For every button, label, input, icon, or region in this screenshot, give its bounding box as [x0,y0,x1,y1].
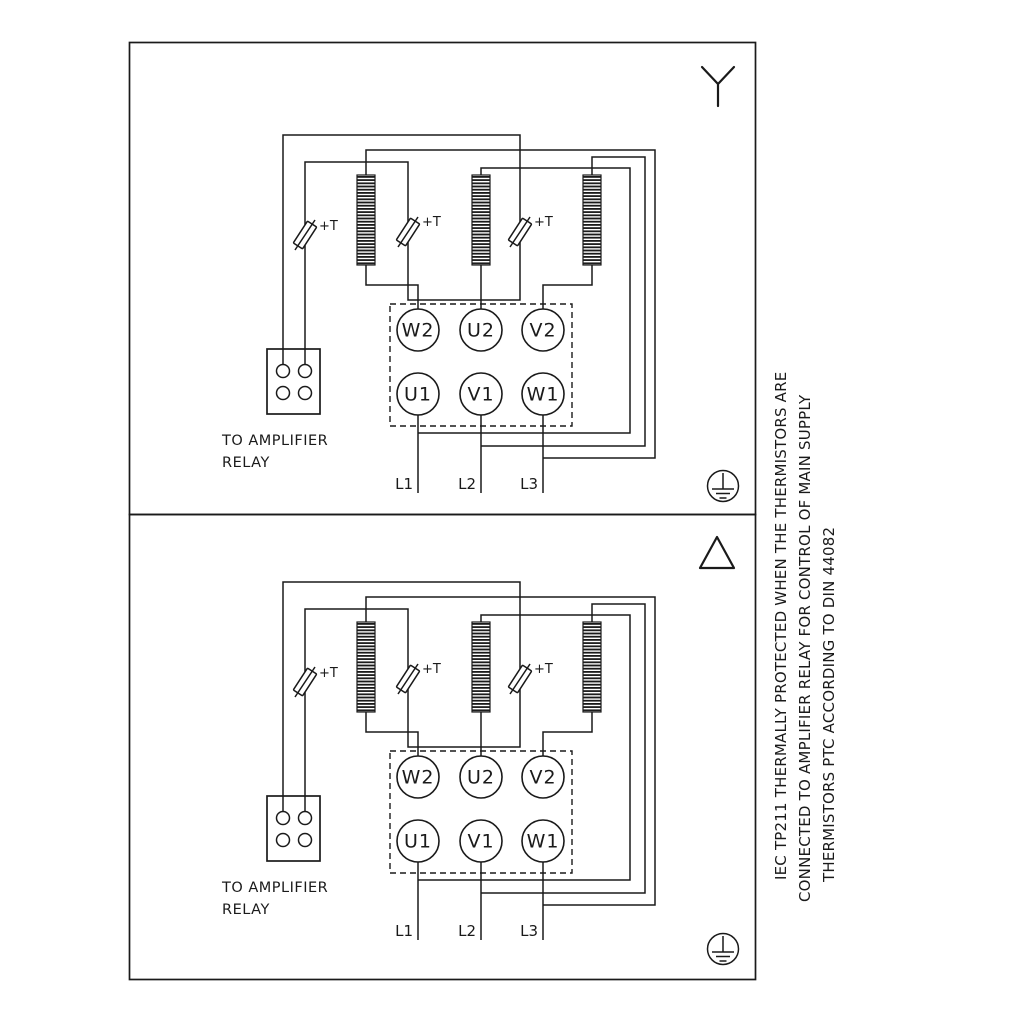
terminal-label-v1: V1 [467,384,494,406]
supply-label-l2: L2 [458,475,476,493]
relay-caption-line-1: TO AMPLIFIER [221,880,328,896]
star-connection-icon [700,65,736,108]
terminal-label-v1: V1 [467,831,494,853]
thermistor-label: +T [534,215,553,230]
delta-connection-icon [698,535,736,570]
terminal-label-w1: W1 [527,384,560,406]
supply-label-l1: L1 [395,475,413,493]
panel-delta: +T +T +T W2 U2 V2 U1 V1 W1 L1 L2 L3 TO A… [221,535,740,966]
side-note: IEC TP211 THERMALLY PROTECTED WHEN THE T… [772,372,838,902]
panel-star: +T +T +T W2 U2 V2 U1 V1 W1 L1 L2 L3 TO A… [221,65,740,503]
supply-label-l3: L3 [520,475,538,493]
relay-caption-line-1: TO AMPLIFIER [221,433,328,449]
supply-label-l3: L3 [520,922,538,940]
terminal-label-u1: U1 [404,384,432,406]
terminal-label-v2: V2 [529,320,556,342]
thermistor-label: +T [319,219,338,234]
supply-label-l2: L2 [458,922,476,940]
terminal-label-w2: W2 [402,320,435,342]
relay-caption-line-2: RELAY [222,455,270,471]
terminal-label-u1: U1 [404,831,432,853]
earth-ground-icon [706,932,740,966]
terminal-label-w1: W1 [527,831,560,853]
thermistor-label: +T [422,215,441,230]
side-note-line-2: CONNECTED TO AMPLIFIER RELAY FOR CONTROL… [796,394,814,902]
terminal-label-w2: W2 [402,767,435,789]
terminal-label-v2: V2 [529,767,556,789]
delta-panel-border [128,513,757,981]
side-note-line-1: IEC TP211 THERMALLY PROTECTED WHEN THE T… [772,372,790,880]
earth-ground-icon [706,469,740,503]
thermistor-label: +T [534,662,553,677]
supply-label-l1: L1 [395,922,413,940]
side-note-line-3: THERMISTORS PTC ACCORDING TO DIN 44082 [820,527,838,883]
terminal-label-u2: U2 [467,320,495,342]
thermistor-label: +T [319,666,338,681]
thermistor-label: +T [422,662,441,677]
relay-caption-line-2: RELAY [222,902,270,918]
terminal-label-u2: U2 [467,767,495,789]
